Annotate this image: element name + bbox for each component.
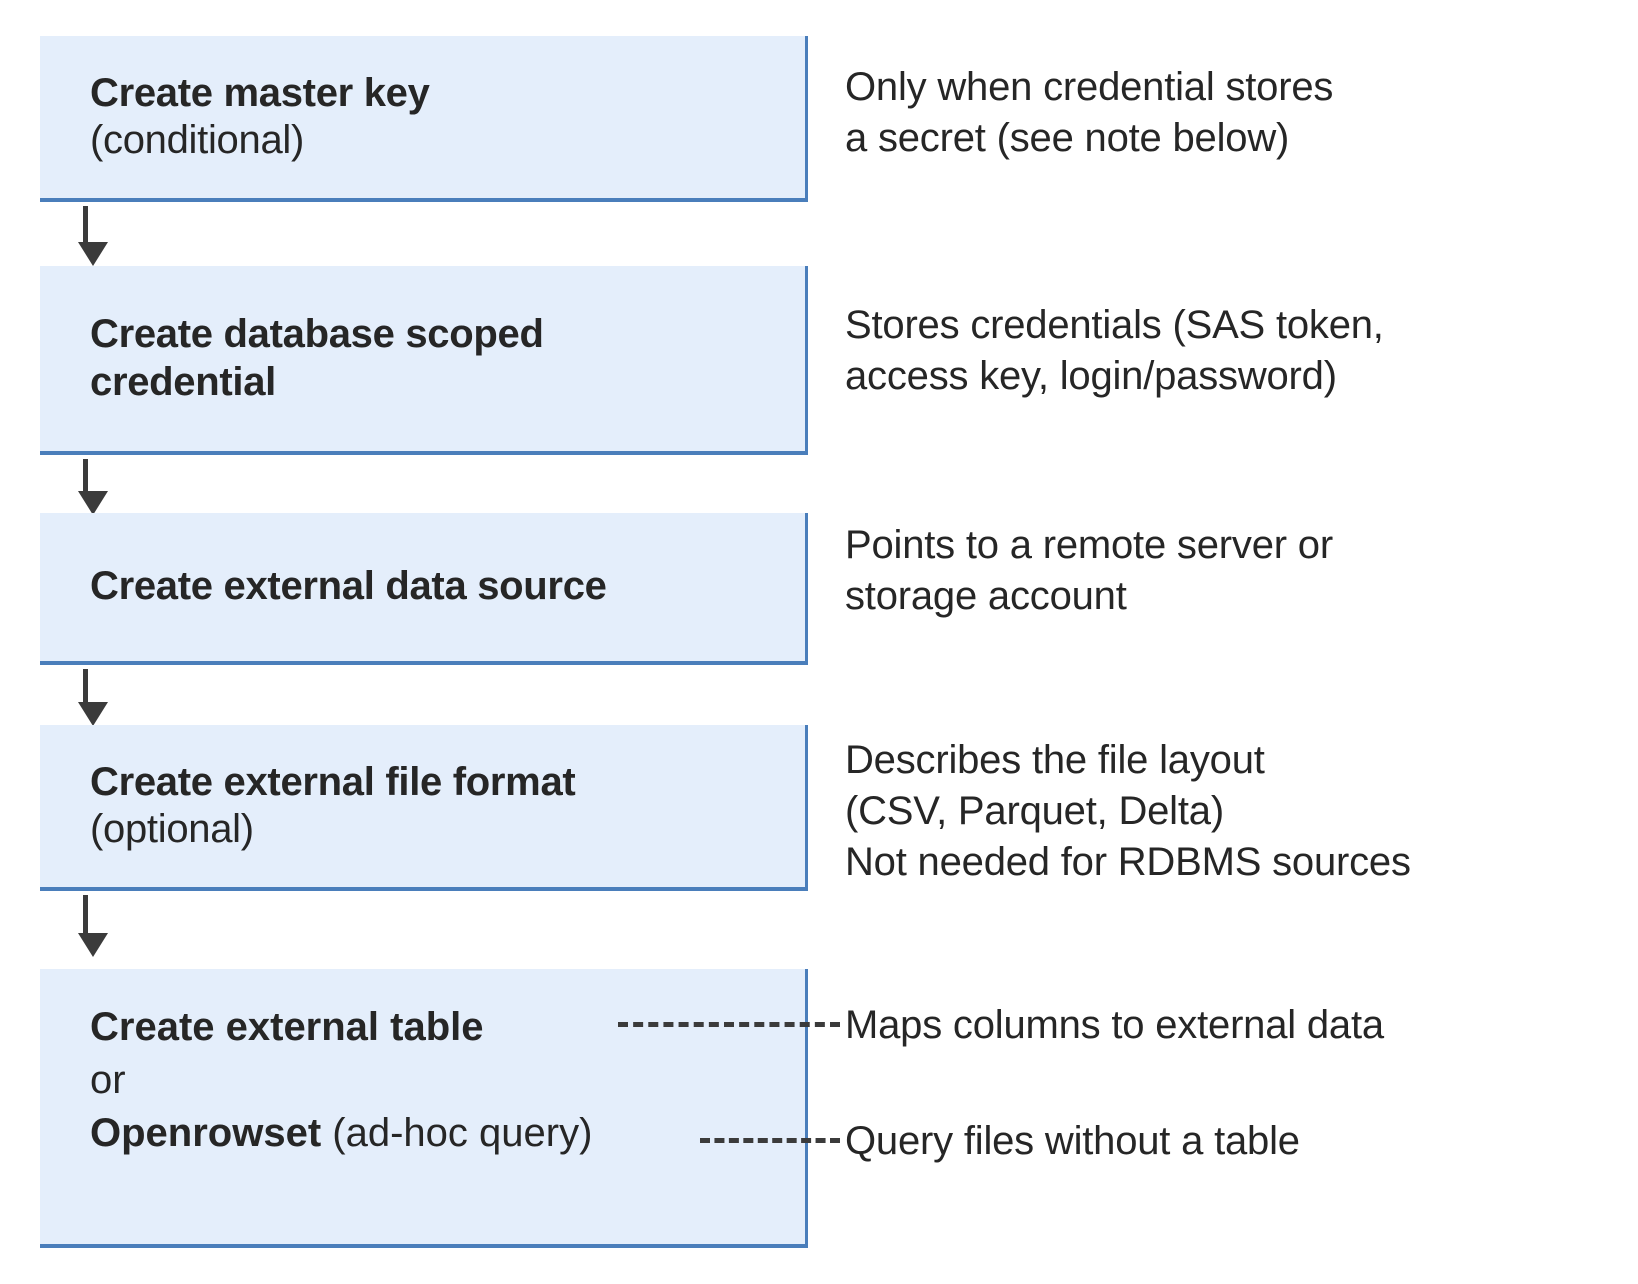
step-box-external-file-format[interactable]: Create external file format (optional)	[40, 725, 808, 891]
step-title-external-data-source: Create external data source	[90, 564, 607, 609]
final-step-line-or: or	[90, 1057, 126, 1102]
final-step-label-create-external-table: Create external table	[90, 1005, 484, 1049]
step-box-master-key[interactable]: Create master key (conditional)	[40, 36, 808, 202]
note-create-external-table: Maps columns to external data	[845, 1003, 1384, 1047]
step-title-external-file-format: Create external file format	[90, 759, 576, 804]
note-openrowset: Query files without a table	[845, 1119, 1300, 1163]
final-step-line-openrowset: Openrowset (ad-hoc query)	[90, 1109, 805, 1158]
final-step-label-openrowset: Openrowset	[90, 1110, 322, 1155]
final-step-line-create-external-table: Create external table	[90, 1003, 805, 1052]
step-box-external-table-or-openrowset[interactable]: Create external table or Openrowset (ad-…	[40, 969, 808, 1248]
note-external-data-source: Points to a remote server or storage acc…	[845, 523, 1333, 619]
step-subtitle-master-key: (conditional)	[90, 118, 304, 162]
final-step-label-openrowset-suffix: (ad-hoc query)	[321, 1110, 593, 1155]
dashed-leader-icon-1	[618, 1022, 840, 1027]
step-title-database-scoped-credential: Create database scoped credential	[90, 312, 544, 404]
step-box-external-data-source[interactable]: Create external data source	[40, 513, 808, 665]
note-database-scoped-credential: Stores credentials (SAS token, access ke…	[845, 303, 1384, 399]
note-master-key: Only when credential stores a secret (se…	[845, 65, 1334, 161]
note-external-file-format: Describes the file layout (CSV, Parquet,…	[845, 738, 1411, 885]
dashed-leader-icon-2	[700, 1138, 840, 1143]
step-subtitle-external-file-format: (optional)	[90, 807, 254, 851]
step-title-master-key: Create master key	[90, 70, 430, 115]
step-box-database-scoped-credential[interactable]: Create database scoped credential	[40, 266, 808, 455]
